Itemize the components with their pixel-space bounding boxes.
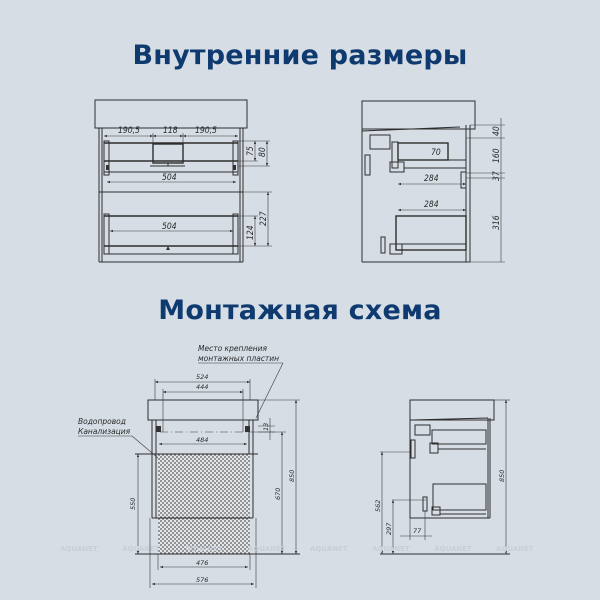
dim-height-160: 160 — [492, 148, 502, 163]
dim-depth-284-bottom: 284 — [424, 200, 439, 210]
wall-mesh-area — [158, 454, 250, 554]
watermark-row: AQUANET AQUANET AQUANET AQUANET AQUANET … — [60, 545, 534, 553]
front-internal-drawing: 190,5 118 190,5 504 504 75 80 124 227 — [94, 99, 272, 263]
side-internal-drawing: 70 284 284 40 160 37 316 — [361, 100, 505, 263]
dim-offset-77: 77 — [413, 527, 422, 535]
dim-upper-drawer-width: 504 — [162, 173, 177, 183]
dim-width-576: 576 — [196, 576, 208, 584]
dim-height-80: 80 — [258, 147, 268, 157]
dim-height-13: 13 — [262, 423, 270, 431]
dim-depth-70: 70 — [431, 148, 441, 158]
dim-depth-284-top: 284 — [424, 174, 439, 184]
dim-height-75: 75 — [246, 146, 256, 156]
dim-height-850-side: 850 — [498, 470, 506, 482]
watermark: AQUANET — [248, 545, 286, 553]
watermark: AQUANET — [372, 545, 410, 553]
watermark: AQUANET — [310, 545, 348, 553]
side-mounting-drawing: 562 297 77 850 — [374, 399, 510, 555]
dim-height-297: 297 — [385, 522, 393, 535]
dim-width-444: 444 — [196, 383, 208, 391]
dim-width-476: 476 — [196, 559, 208, 567]
watermark: AQUANET — [434, 545, 472, 553]
dim-width-484: 484 — [196, 436, 208, 444]
dim-height-40: 40 — [492, 126, 502, 136]
label-mounting-plates-line2: монтажных пластин — [198, 354, 279, 363]
label-mounting-plates-line1: Место крепления — [198, 344, 268, 353]
dim-height-227: 227 — [259, 211, 269, 226]
dim-height-124: 124 — [246, 225, 256, 240]
dim-height-37: 37 — [492, 171, 502, 181]
watermark: AQUANET — [185, 545, 223, 553]
watermark: AQUANET — [122, 545, 160, 553]
dim-lower-drawer-width: 504 — [162, 222, 177, 232]
label-pipes-line1: Водопровод — [78, 417, 126, 426]
dim-height-562: 562 — [374, 500, 382, 512]
dim-right-width: 190,5 — [195, 126, 217, 136]
dim-height-316: 316 — [492, 215, 502, 230]
watermark: AQUANET — [496, 545, 534, 553]
watermark: AQUANET — [60, 545, 98, 553]
dim-height-670: 670 — [274, 488, 282, 500]
dim-center-width: 118 — [163, 126, 178, 136]
dim-left-width: 190,5 — [118, 126, 140, 136]
front-mounting-drawing: Место крепления монтажных пластин Водопр… — [78, 344, 300, 588]
dim-height-550: 550 — [129, 498, 137, 510]
dim-height-850: 850 — [288, 470, 296, 482]
label-pipes-line2: Канализация — [78, 427, 131, 436]
heading-internal-dimensions: Внутренние размеры — [132, 40, 468, 71]
dim-width-524: 524 — [196, 373, 208, 381]
heading-mounting-scheme: Монтажная схема — [158, 295, 442, 326]
